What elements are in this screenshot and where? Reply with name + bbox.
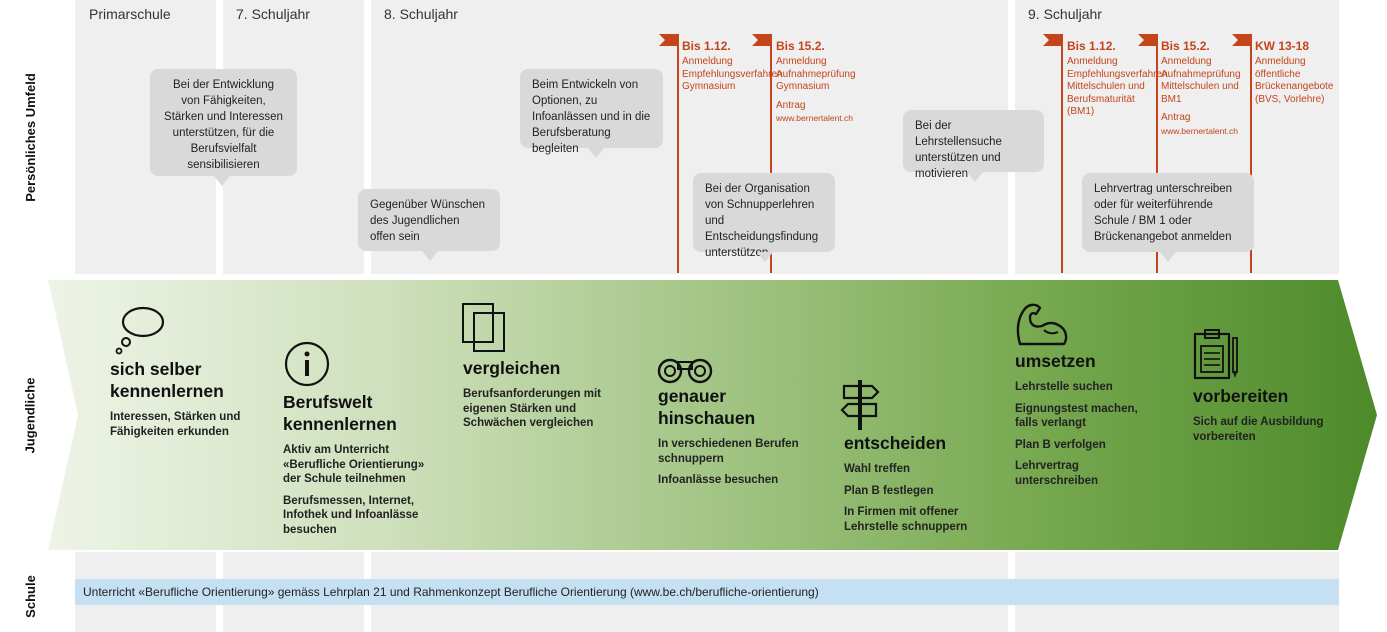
column-header-8: 8. Schuljahr <box>384 6 458 22</box>
deadline-4-text: Anmeldung Aufnahmeprüfung Mittelschulen … <box>1161 56 1241 105</box>
deadline-4: Bis 15.2. Anmeldung Aufnahmeprüfung Mitt… <box>1161 39 1247 137</box>
step-umsetzen: umsetzen Lehrstelle suchen Eignungstest … <box>1015 350 1155 488</box>
binoculars-icon <box>657 358 713 384</box>
school-curriculum-bar: Unterricht «Berufliche Orientierung» gem… <box>75 579 1339 605</box>
deadline-flag-5 <box>1232 34 1252 46</box>
deadline-4-url[interactable]: www.bernertalent.ch <box>1161 125 1239 136</box>
step-vergleichen: vergleichen Berufsanforderungen mit eige… <box>463 357 613 431</box>
column-header-primarschule: Primarschule <box>89 6 171 22</box>
bubble-options-text: Beim Entwickeln von Optionen, zu Infoanl… <box>532 79 651 155</box>
step-3-title-1: vergleichen <box>463 358 561 378</box>
row-label-personal-text: Persönliches Umfeld <box>22 73 38 202</box>
bubble-lehrstelle: Bei der Lehrstellensuche unterstützen un… <box>903 110 1044 182</box>
deadline-2: Bis 15.2. Anmeldung Aufnahmeprüfung Gymn… <box>776 39 862 125</box>
step-2-title-2: kennenlernen <box>283 414 397 434</box>
deadline-1-text: Anmeldung Empfehlungsverfahren Gymnasium <box>682 56 783 92</box>
step-4-title-1: genauer <box>658 386 727 406</box>
deadline-4-date: Bis 15.2. <box>1161 39 1210 53</box>
deadline-4-antrag: Antrag <box>1161 112 1191 123</box>
bubble-organisation: Bei der Organisation von Schnupperlehren… <box>693 173 835 262</box>
signpost-icon <box>840 380 880 430</box>
step-entscheiden: entscheiden Wahl treffen Plan B festlege… <box>844 432 994 534</box>
deadline-pole-2 <box>770 35 772 273</box>
step-genauer-hinschauen: genauer hinschauen In verschiedenen Beru… <box>658 385 808 488</box>
bubble-lehrvertrag-text: Lehrvertrag unterschreiben oder für weit… <box>1094 183 1233 243</box>
biceps-icon <box>1016 303 1068 346</box>
step-7-line-1: Sich auf die Ausbildung vorbereiten <box>1193 416 1324 443</box>
bubble-lehrvertrag: Lehrvertrag unterschreiben oder für weit… <box>1082 173 1254 262</box>
column-header-9: 9. Schuljahr <box>1028 6 1102 22</box>
step-6-line-2: Eignungstest machen, falls verlangt <box>1015 402 1138 430</box>
step-5-line-2: Plan B festlegen <box>844 484 934 497</box>
bubble-organisation-text: Bei der Organisation von Schnupperlehren… <box>705 183 819 259</box>
row-label-personal: Persönliches Umfeld <box>0 0 60 275</box>
bubble-abilities: Bei der Entwicklung von Fähigkeiten, Stä… <box>150 69 297 186</box>
bubble-abilities-text: Bei der Entwicklung von Fähigkeiten, Stä… <box>164 79 283 171</box>
bubble-wishes-text: Gegenüber Wünschen des Jugendlichen offe… <box>370 199 486 243</box>
deadline-flag-4 <box>1138 34 1158 46</box>
documents-icon <box>462 303 505 352</box>
deadline-pole-5 <box>1250 35 1252 273</box>
step-4-title-2: hinschauen <box>658 408 756 428</box>
deadline-flag-1 <box>659 34 679 46</box>
step-2-title-1: Berufswelt <box>283 392 373 412</box>
deadline-2-date: Bis 15.2. <box>776 39 825 53</box>
deadline-3-text: Anmeldung Empfehlungsverfahren Mittelsch… <box>1067 56 1168 117</box>
step-6-title-1: umsetzen <box>1015 351 1096 371</box>
deadline-pole-3 <box>1061 35 1063 273</box>
step-sich-selber: sich selber kennenlernen Interessen, Stä… <box>110 358 260 439</box>
deadline-flag-3 <box>1043 34 1063 46</box>
info-icon <box>284 341 330 387</box>
deadline-pole-1 <box>677 35 679 273</box>
row-label-school-text: Schule <box>22 574 38 618</box>
deadline-5: KW 13-18 Anmeldung öffentliche Brückenan… <box>1255 39 1335 106</box>
bubble-wishes: Gegenüber Wünschen des Jugendlichen offe… <box>358 189 500 261</box>
deadline-pole-4 <box>1156 35 1158 273</box>
speech-bubble-icon <box>115 306 165 355</box>
step-vorbereiten: vorbereiten Sich auf die Ausbildung vorb… <box>1193 385 1333 444</box>
deadline-3-date: Bis 1.12. <box>1067 39 1116 53</box>
step-1-line-1: Interessen, Stärken und Fähigkeiten erku… <box>110 411 241 438</box>
step-6-line-1: Lehrstelle suchen <box>1015 381 1113 393</box>
clipboard-icon <box>1193 329 1238 380</box>
bubble-lehrstelle-text: Bei der Lehrstellensuche unterstützen un… <box>915 120 1002 180</box>
deadline-2-url[interactable]: www.bernertalent.ch <box>776 113 854 123</box>
deadline-5-text: Anmeldung öffentliche Brückenangebote (B… <box>1255 56 1334 105</box>
deadline-flag-2 <box>752 34 772 46</box>
deadline-2-antrag: Antrag <box>776 99 806 111</box>
step-5-title-1: entscheiden <box>844 433 947 453</box>
bubble-options: Beim Entwickeln von Optionen, zu Infoanl… <box>520 69 663 158</box>
step-6-line-3: Plan B verfolgen <box>1015 438 1106 451</box>
step-5-line-3: In Firmen mit offener Lehrstelle schnupp… <box>844 506 968 533</box>
step-6-line-4: Lehrvertrag unterschreiben <box>1015 460 1099 487</box>
deadline-2-text: Anmeldung Aufnahmeprüfung Gymnasium <box>776 56 856 92</box>
step-1-title-1: sich selber <box>110 359 202 379</box>
column-header-7: 7. Schuljahr <box>236 6 310 22</box>
step-4-line-2: Infoanlässe besuchen <box>658 474 779 486</box>
deadline-1-date: Bis 1.12. <box>682 39 731 53</box>
process-arrow <box>48 280 1377 550</box>
step-2-line-1: Aktiv am Unterricht «Berufliche Orientie… <box>283 444 425 485</box>
step-berufswelt: Berufswelt kennenlernen Aktiv am Unterri… <box>283 391 433 537</box>
step-5-line-1: Wahl treffen <box>844 463 911 475</box>
step-7-title-1: vorbereiten <box>1193 386 1289 406</box>
step-3-line-1: Berufsanforderungen mit eigenen Stärken … <box>463 388 602 429</box>
deadline-3: Bis 1.12. Anmeldung Empfehlungsverfahren… <box>1067 39 1168 119</box>
step-1-title-2: kennenlernen <box>110 381 224 401</box>
deadline-5-date: KW 13-18 <box>1255 39 1310 53</box>
deadline-1: Bis 1.12. Anmeldung Empfehlungsverfahren… <box>682 39 783 94</box>
step-4-line-1: In verschiedenen Berufen schnuppern <box>658 438 799 465</box>
step-2-line-2: Berufsmessen, Internet, Infothek und Inf… <box>283 494 419 536</box>
row-label-school: Schule <box>0 560 60 632</box>
